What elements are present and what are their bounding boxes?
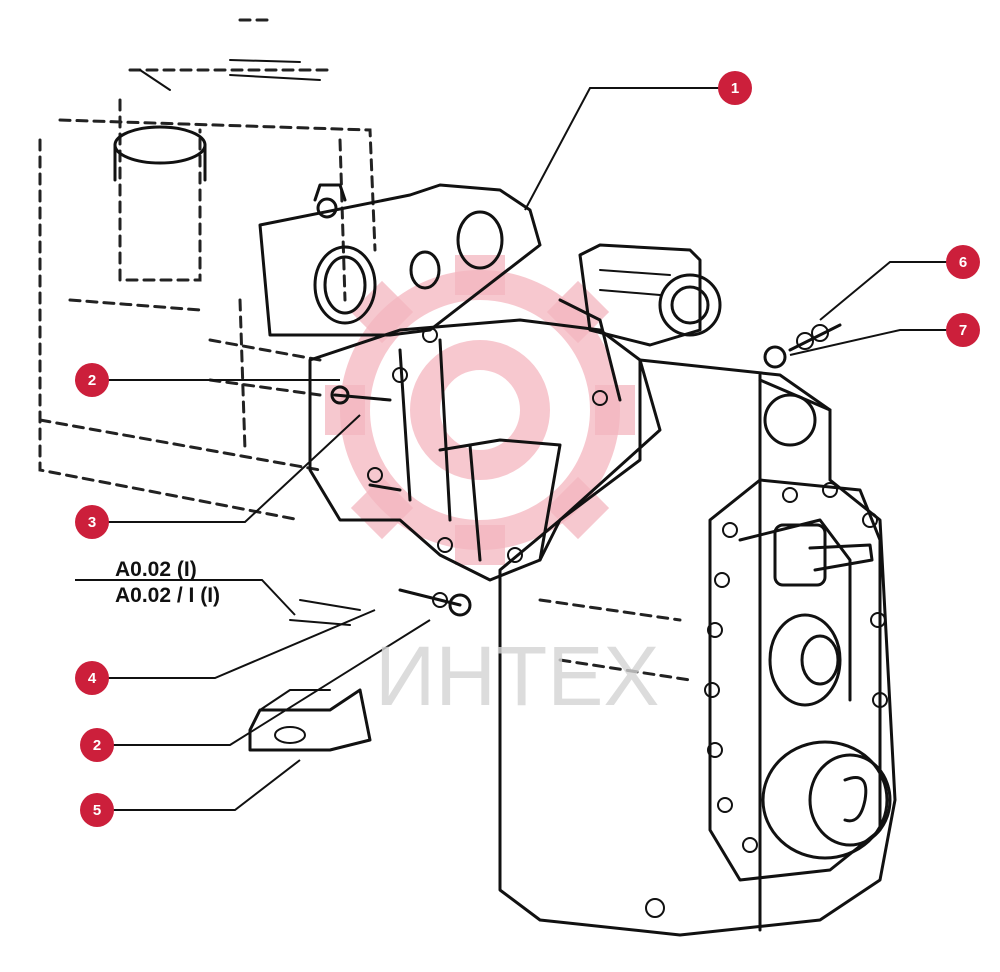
support-bracket bbox=[248, 599, 372, 752]
callout-7[interactable]: 7 bbox=[946, 313, 980, 347]
callout-2-lower[interactable]: 2 bbox=[80, 728, 114, 762]
callout-2-upper[interactable]: 2 bbox=[75, 363, 109, 397]
reference-code-2: A0.02 / I (I) bbox=[115, 584, 220, 607]
watermark-gear-icon bbox=[325, 255, 635, 565]
callout-5-label: 5 bbox=[93, 802, 101, 819]
callout-5[interactable]: 5 bbox=[80, 793, 114, 827]
engine-block-background bbox=[38, 18, 377, 522]
bolt-set-6-7 bbox=[763, 323, 842, 369]
gearbox-flange bbox=[308, 298, 662, 582]
gearbox-housing bbox=[498, 358, 897, 937]
watermark-text: ИНТЕХ bbox=[375, 629, 659, 723]
callout-1-label: 1 bbox=[731, 80, 739, 97]
shift-actuator bbox=[578, 243, 722, 347]
bolt-set-bottom bbox=[398, 588, 472, 617]
callout-2-lower-label: 2 bbox=[93, 737, 101, 754]
callout-6-label: 6 bbox=[959, 254, 967, 271]
callout-3-label: 3 bbox=[88, 514, 96, 531]
callout-4[interactable]: 4 bbox=[75, 661, 109, 695]
reference-code-1: A0.02 (I) bbox=[115, 558, 197, 581]
leader-lines bbox=[92, 87, 963, 811]
callout-2-upper-label: 2 bbox=[88, 372, 96, 389]
callout-7-label: 7 bbox=[959, 322, 967, 339]
bolt-set-left bbox=[330, 385, 402, 492]
callout-6[interactable]: 6 bbox=[946, 245, 980, 279]
callout-1[interactable]: 1 bbox=[718, 71, 752, 105]
callout-3[interactable]: 3 bbox=[75, 505, 109, 539]
adapter-plate bbox=[258, 183, 542, 337]
housing-bolts bbox=[645, 482, 888, 918]
callout-4-label: 4 bbox=[88, 670, 97, 687]
reference-codes: A0.02 (I) A0.02 / I (I) bbox=[75, 558, 296, 616]
